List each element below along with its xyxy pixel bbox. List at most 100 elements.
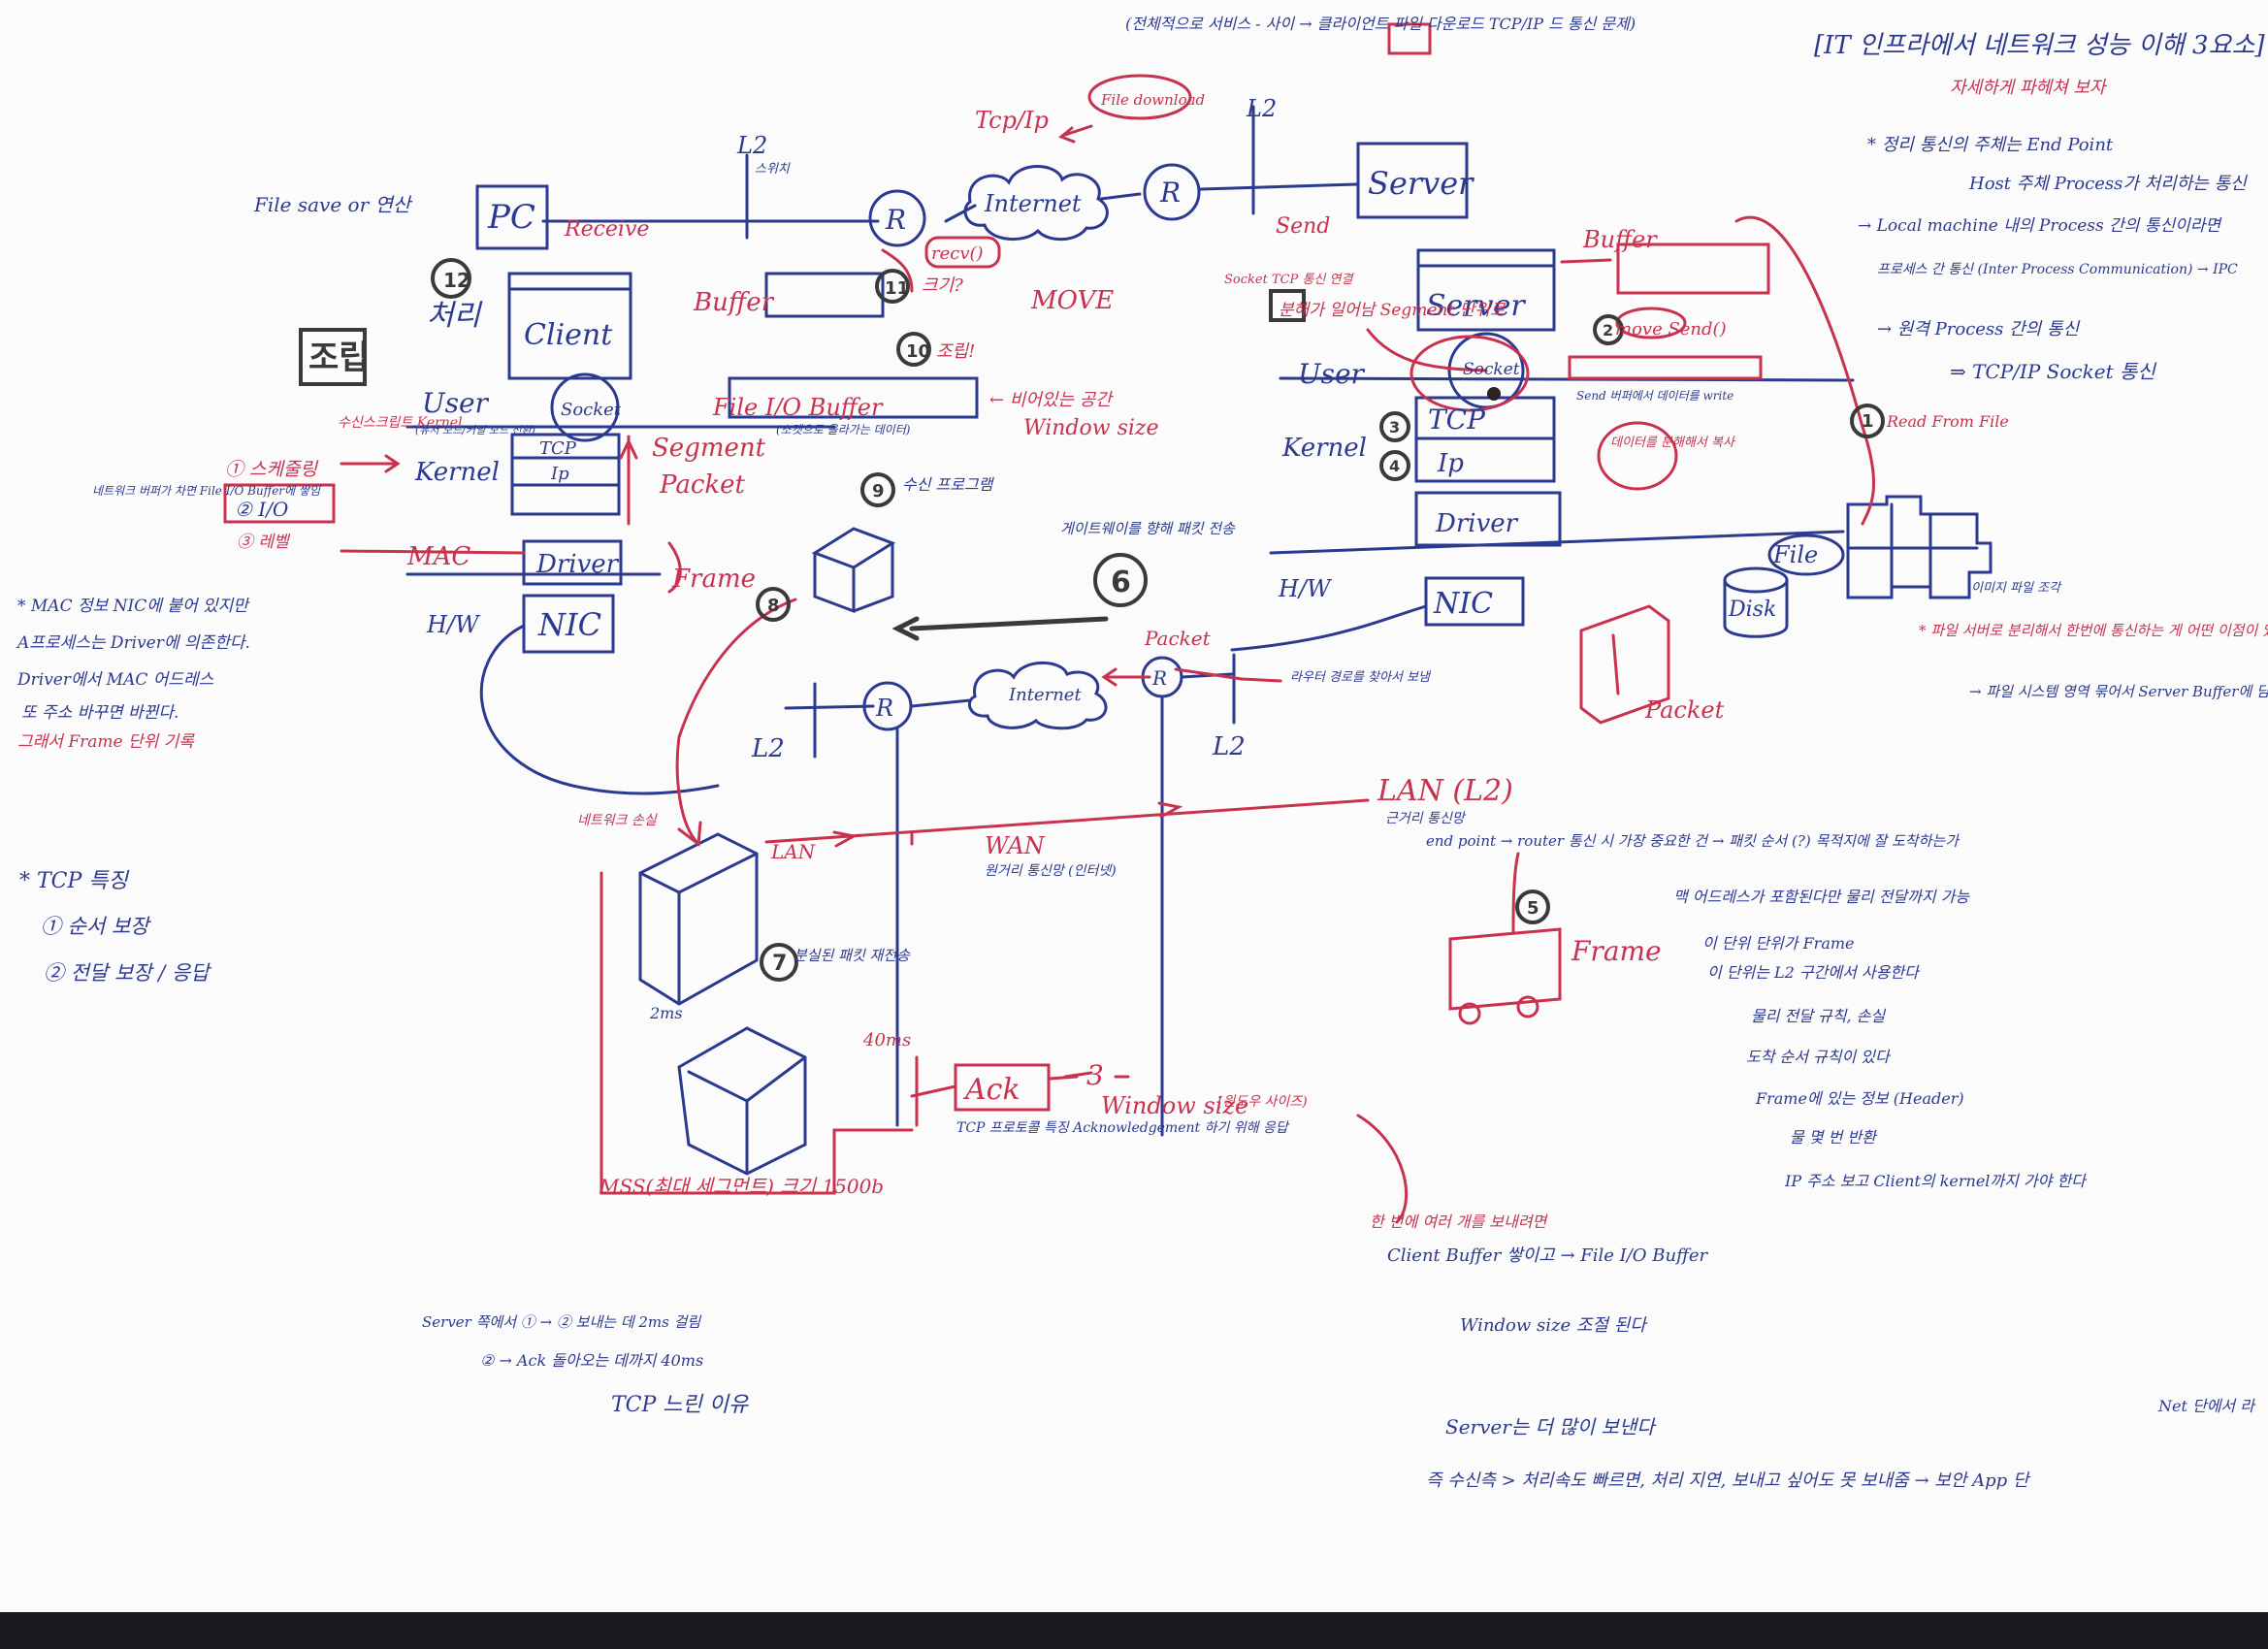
client-buffer-box xyxy=(764,272,885,318)
open-box-icon xyxy=(811,527,896,614)
circle-3 xyxy=(1379,411,1410,442)
mac-label: MAC xyxy=(406,542,470,571)
internet-middle-label: Internet xyxy=(1008,685,1082,705)
file-io-sub: (소켓으로 올라가는 데이터) xyxy=(776,423,911,436)
flow-3: Window size 조절 된다 xyxy=(1460,1315,1648,1336)
file-puzzle-pieces xyxy=(1846,495,1993,599)
packet-box-right xyxy=(1579,604,1670,725)
circle-2-label: 2 xyxy=(1603,321,1613,340)
kernel-label-note: 수신스크립트 Kernel xyxy=(338,415,463,431)
user-left-sub: (유저 모드/커널 모드 전환) xyxy=(415,424,535,436)
lan-l2-label: LAN (L2) xyxy=(1377,774,1513,808)
socket-client-label: Socket xyxy=(561,400,622,420)
driver-server-label: Driver xyxy=(1435,509,1519,538)
frame-note-6: Frame에 있는 정보 (Header) xyxy=(1755,1089,1964,1108)
frame-note-4: 물리 전달 규칙, 손실 xyxy=(1751,1007,1886,1025)
ack-label: Ack xyxy=(962,1073,1021,1107)
server-box-label: Server xyxy=(1426,289,1526,323)
circle-7-label: 7 xyxy=(772,952,787,976)
lan-label: LAN xyxy=(770,840,817,863)
circle-11-label: 11 xyxy=(885,278,909,299)
note-n2: Host 주체 Process가 처리하는 통신 xyxy=(1968,174,2248,194)
l2-left-middle: L2 xyxy=(751,734,785,763)
router-right-top-label: R xyxy=(1159,177,1181,209)
recv-label: recv() xyxy=(931,243,984,264)
circle-6-note: 게이트웨이를 향해 패킷 전송 xyxy=(1060,520,1236,537)
paper-sheet: PC L2 스위치 R Internet R L2 Server (전체적으로 … xyxy=(16,15,2268,1491)
io-list-2: ② I/O xyxy=(235,498,288,521)
segment-box xyxy=(1269,289,1306,322)
send-label: Send xyxy=(1276,214,1330,239)
circle-5 xyxy=(1515,889,1550,924)
internet-top-label: Internet xyxy=(984,190,1082,217)
note-n4: 프로세스 간 통신 (Inter Process Communication) … xyxy=(1877,262,2238,277)
driver-box-client xyxy=(522,539,623,586)
ip-server-label: Ip xyxy=(1437,449,1464,478)
flow-2: Client Buffer 쌓이고 → File I/O Buffer xyxy=(1387,1245,1708,1266)
io-list-1: ① 스케줄링 xyxy=(225,459,318,480)
circle-6-label: 6 xyxy=(1111,566,1131,599)
ack-box xyxy=(954,1063,1051,1112)
circle-1-label: 1 xyxy=(1862,411,1874,432)
window-size-label: Window size xyxy=(1023,416,1159,440)
tcp-title: * TCP 특징 xyxy=(19,869,130,893)
circle-4-label: 4 xyxy=(1389,457,1400,475)
router-note: 라우터 경로를 찾아서 보냄 xyxy=(1290,670,1432,685)
mac-note-2: A프로세스는 Driver에 의존한다. xyxy=(16,633,250,653)
tcp-slow-note: TCP 느린 이유 xyxy=(611,1393,749,1417)
note-q1: * 파일 서버로 분리해서 한번에 통신하는 게 어떤 이점이 있나? xyxy=(1919,622,2268,639)
window-note: (윈도우 사이즈) xyxy=(1217,1094,1308,1110)
circle-7-note: 분실된 패킷 재전송 xyxy=(794,947,911,964)
router-left-middle-label: R xyxy=(875,695,893,722)
socket-dot xyxy=(1487,387,1501,401)
note-n6: ⇒ TCP/IP Socket 통신 xyxy=(1950,360,2156,383)
network-diagram: PC L2 스위치 R Internet R L2 Server (전체적으로 … xyxy=(16,15,2268,1491)
l2-left-top: L2 xyxy=(736,132,767,159)
router-left-top-label: R xyxy=(885,204,906,236)
mac-note-4: 또 주소 바꾸면 바뀐다. xyxy=(21,703,178,723)
circle-6 xyxy=(1093,553,1148,607)
internet-cloud-top xyxy=(963,165,1109,242)
note-n5: → 원격 Process 간의 통신 xyxy=(1877,319,2081,340)
driver-box-server xyxy=(1414,491,1562,547)
forty-ms: 40ms xyxy=(862,1030,911,1051)
packet-middle-label: Packet xyxy=(1144,627,1212,650)
circle-12 xyxy=(431,258,471,299)
tcp-ip-label: Tcp/Ip xyxy=(975,107,1049,134)
buffer-right-label: Buffer xyxy=(1582,226,1658,253)
io-list-3: ③ 레벨 xyxy=(237,533,291,552)
top-note: (전체적으로 서비스 - 사이 → 클라이언트 파일 다운로드 TCP/IP 드… xyxy=(1125,15,1636,33)
lan-wan-line xyxy=(764,798,1370,844)
circle-12-label: 12 xyxy=(443,269,470,292)
frame-note-3: 이 단위는 L2 구간에서 사용한다 xyxy=(1707,963,1921,982)
frame-left-label: Frame xyxy=(671,565,756,594)
file-note: 이미지 파일 조각 xyxy=(1971,581,2062,596)
circle-5-label: 5 xyxy=(1527,898,1539,919)
tcp-client-label: TCP xyxy=(539,438,577,459)
two-ms: 2ms xyxy=(649,1004,683,1022)
socket-tcp-note: Socket TCP 통신 연결 xyxy=(1224,273,1354,287)
segment-note: 분해가 일어남 Segment 단위로 xyxy=(1279,301,1507,320)
file-io-buffer-label: File I/O Buffer xyxy=(712,394,884,421)
box-3d-lower xyxy=(677,1026,807,1176)
nic-client-label: NIC xyxy=(537,606,601,643)
nic-box-client xyxy=(522,594,615,654)
hw-right-label: H/W xyxy=(1278,575,1333,602)
size-question: 크기? xyxy=(922,275,963,296)
pc-label: PC xyxy=(487,198,535,237)
three-label: 3 xyxy=(1086,1059,1104,1091)
send-buffer-box xyxy=(1568,355,1763,380)
joribp-2-label: 조립! xyxy=(936,341,975,362)
cheori-label: 처리 xyxy=(427,299,483,333)
client-label: Client xyxy=(524,318,613,352)
user-right-label: User xyxy=(1298,358,1366,390)
l2-right-top: L2 xyxy=(1246,95,1277,122)
net-app-note: Net 단에서 라 xyxy=(2157,1397,2256,1415)
frame-note-7: 물 몇 번 반환 xyxy=(1790,1128,1878,1147)
tcp-server-label: TCP xyxy=(1428,404,1486,436)
ack-note-2: ② → Ack 돌아오는 데까지 40ms xyxy=(480,1351,703,1370)
notes-subtitle: 자세하게 파헤쳐 보자 xyxy=(1950,78,2108,98)
router-right-middle-label: R xyxy=(1151,666,1167,690)
wan-sub: 원거리 통신망 (인터넷) xyxy=(985,863,1117,879)
disk-label: Disk xyxy=(1728,598,1776,622)
